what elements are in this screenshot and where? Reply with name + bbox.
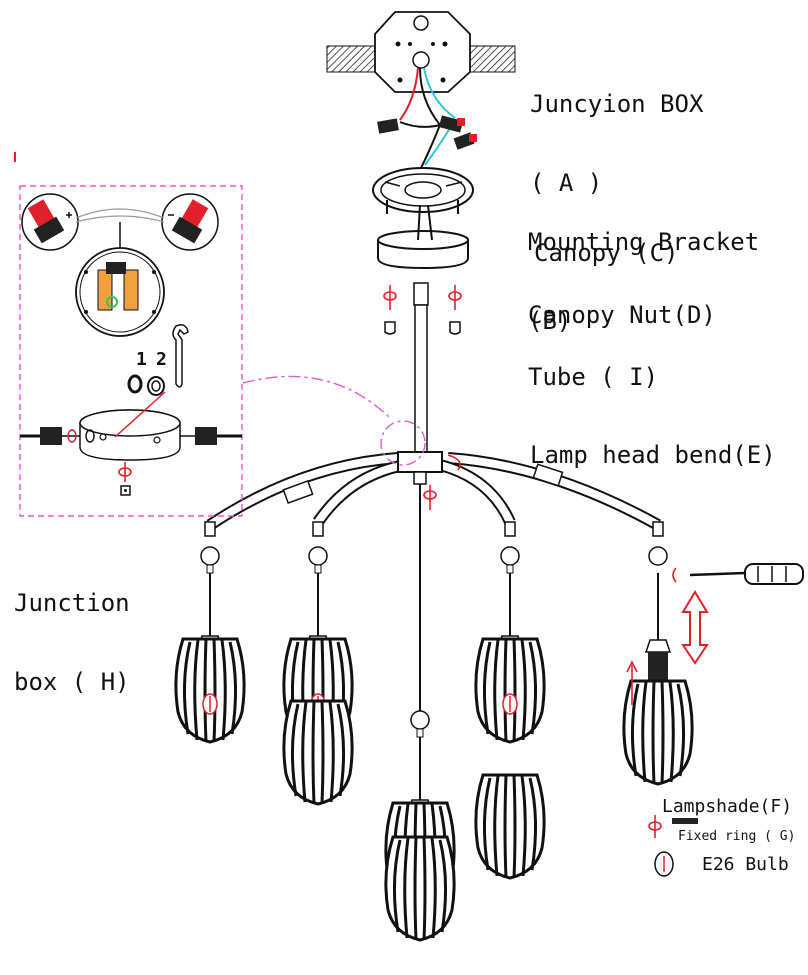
pendant-4-exploded	[622, 521, 694, 786]
label-step-2: 2	[156, 349, 167, 370]
rotate-arrow-icon	[383, 285, 462, 310]
junction-box-detail	[14, 152, 243, 517]
label-lampshade: Lampshade(F)	[662, 796, 793, 817]
tube-i	[413, 282, 429, 456]
pendant-3	[476, 521, 544, 742]
pendant-2	[284, 521, 352, 742]
supply-wires	[377, 67, 477, 171]
e26-bulb-icon	[654, 851, 674, 877]
canopy-nut-d	[384, 321, 461, 335]
screwdriver-icon	[672, 563, 804, 585]
label-fixed-ring: Fixed ring ( G)	[678, 829, 796, 844]
adjust-height-arrow-icon	[681, 590, 709, 665]
label-junction-box-a: Juncyion BOX ( A )	[530, 89, 704, 197]
label-mounting-bracket: Mounting Bracket (B)	[528, 227, 760, 335]
label-e26-bulb: E26 Bulb	[702, 854, 789, 875]
lamp-head-bend-e	[206, 451, 661, 531]
pendant-1	[176, 521, 244, 742]
label-canopy: Canopy (C)	[534, 239, 679, 267]
label-junction-box-h: Junction box ( H)	[14, 588, 130, 696]
label-lamp-head-bend: Lamp head bend(E)	[530, 441, 776, 469]
mounting-bracket-b	[372, 167, 474, 214]
fixed-ring-g	[648, 815, 698, 838]
label-tube: Tube ( I)	[528, 363, 659, 391]
central-pendant	[386, 484, 454, 906]
label-step-1: 1	[136, 349, 147, 370]
canopy-c	[377, 204, 469, 270]
junction-box-a	[326, 11, 516, 93]
label-canopy-nut: Canopy Nut(D)	[528, 301, 716, 329]
detail-callout	[242, 375, 426, 466]
